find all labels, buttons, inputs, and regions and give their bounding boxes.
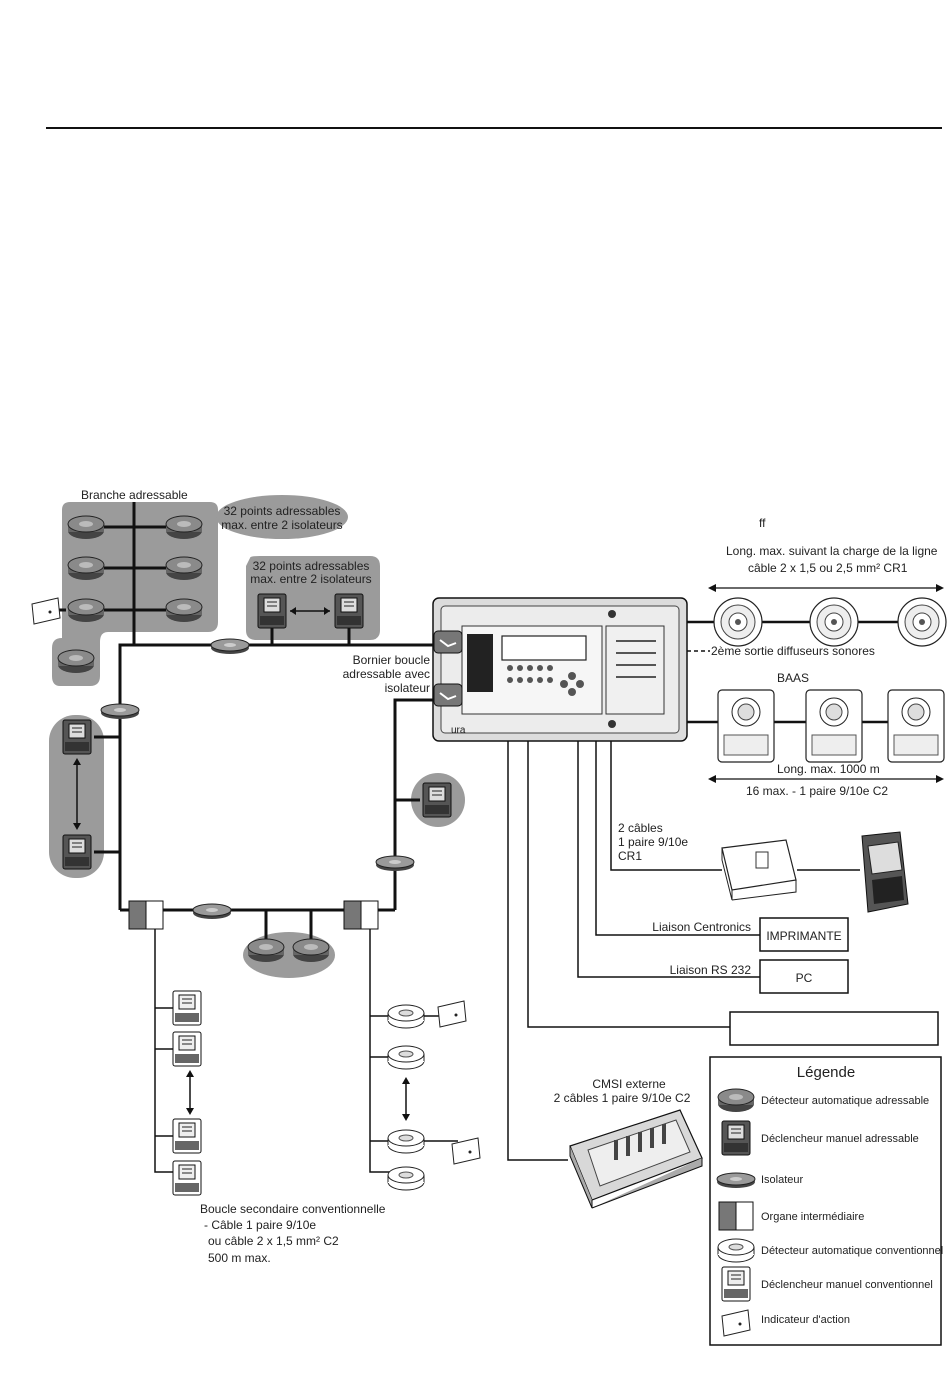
isolateur	[375, 855, 415, 872]
isolateur	[100, 703, 140, 720]
legend-item: Déclencheur manuel conventionnel	[761, 1279, 933, 1291]
cable-centronics	[595, 741, 760, 936]
ff-label: ff	[759, 516, 766, 530]
aux-box	[729, 1011, 939, 1046]
points-bubble-2-line1: 32 points adressables	[253, 559, 370, 573]
cmsi-line1: CMSI externe	[592, 1077, 666, 1091]
declencheur-adressable	[62, 719, 92, 755]
legend-item: Détecteur automatique conventionnel	[761, 1245, 943, 1257]
boucle-line2: ou câble 2 x 1,5 mm² C2	[208, 1234, 339, 1248]
legend-item: Isolateur	[761, 1174, 804, 1186]
relay-module	[721, 839, 797, 901]
organe-intermediaire	[343, 900, 379, 930]
indicateur-action	[31, 597, 61, 625]
legend-icon-detecteur-adressable	[717, 1088, 755, 1113]
cable-cr1	[610, 741, 722, 871]
detecteur-adressable	[165, 556, 203, 581]
points-bubble-1-line1: 32 points adressables	[224, 504, 341, 518]
baas-unit	[717, 689, 775, 763]
declencheur-adressable	[334, 593, 364, 629]
cables-line2: 1 paire 9/10e	[618, 835, 688, 849]
declencheur-adressable	[422, 782, 452, 818]
legend-item: Indicateur d'action	[761, 1314, 850, 1326]
branche-label: Branche adressable	[81, 488, 188, 502]
central-panel: ura	[432, 597, 688, 742]
boucle-title: Boucle secondaire conventionnelle	[200, 1202, 386, 1216]
pc-box	[759, 959, 849, 994]
cables-line1: 2 câbles	[618, 821, 663, 835]
legend-item: Déclencheur manuel adressable	[761, 1133, 919, 1145]
legend-icon-detecteur-conventionnel	[717, 1238, 755, 1263]
points-bubble-1-line2: max. entre 2 isolateurs	[221, 518, 342, 532]
isolateur	[192, 903, 232, 920]
legend: Légende Détecteur automatique adressable…	[709, 1056, 943, 1346]
legend-item: Organe intermédiaire	[761, 1211, 864, 1223]
declencheur-conventionnel	[172, 1031, 202, 1067]
long1000-label: Long. max. 1000 m	[777, 762, 880, 776]
bornier-line3: isolateur	[385, 681, 430, 695]
cmsi-line2: 2 câbles 1 paire 9/10e C2	[554, 1091, 691, 1105]
cable-aux	[527, 741, 730, 1028]
detecteur-conventionnel	[387, 1045, 425, 1070]
declencheur-conventionnel	[172, 1118, 202, 1154]
longmax-line1: Long. max. suivant la charge de la ligne	[726, 544, 938, 558]
detecteur-conventionnel	[387, 1004, 425, 1029]
legend-icon-declencheur-conventionnel	[721, 1266, 751, 1302]
centronics-label: Liaison Centronics	[652, 920, 751, 934]
legend-title: Légende	[797, 1064, 855, 1081]
organe-intermediaire	[128, 900, 164, 930]
points-bubble-2-line2: max. entre 2 isolateurs	[250, 572, 371, 586]
detecteur-conventionnel	[387, 1129, 425, 1154]
legend-icon-declencheur-adressable	[721, 1120, 751, 1156]
boucle-line3: 500 m max.	[208, 1251, 271, 1265]
detecteur-adressable	[292, 938, 330, 963]
indicateur-action	[437, 1000, 467, 1028]
legend-item: Détecteur automatique adressable	[761, 1095, 929, 1107]
cables-line3: CR1	[618, 849, 642, 863]
bornier-line1: Bornier boucle	[353, 653, 431, 667]
panel-brand: ura	[451, 725, 466, 736]
isolateur	[210, 638, 250, 655]
bornier-line2: adressable avec	[343, 667, 430, 681]
detecteur-adressable	[67, 556, 105, 581]
sortie2-label: 2ème sortie diffuseurs sonores	[711, 644, 875, 658]
rs232-label: Liaison RS 232	[670, 963, 752, 977]
repeater-unit	[861, 831, 909, 913]
legend-icon-organe-intermediaire	[718, 1201, 754, 1231]
points-bubble-1	[216, 495, 348, 539]
detecteur-adressable	[165, 598, 203, 623]
declencheur-conventionnel	[172, 1160, 202, 1196]
longmax-line2: câble 2 x 1,5 ou 2,5 mm² CR1	[748, 561, 908, 575]
indicateur-action	[451, 1137, 481, 1165]
declencheur-conventionnel	[172, 990, 202, 1026]
detecteur-adressable	[57, 649, 95, 674]
legend-icon-isolateur	[716, 1172, 756, 1189]
diffuseur-sonore	[897, 597, 947, 647]
loop-wire-right	[393, 698, 445, 910]
pc-label: PC	[796, 971, 813, 985]
detecteur-adressable	[247, 938, 285, 963]
imprimante-label: IMPRIMANTE	[766, 929, 841, 943]
detecteur-adressable	[67, 598, 105, 623]
declencheur-adressable	[257, 593, 287, 629]
cable-rs232	[577, 741, 760, 978]
detecteur-conventionnel	[387, 1166, 425, 1191]
detecteur-adressable	[165, 515, 203, 540]
declencheur-adressable	[62, 834, 92, 870]
cable-cmsi	[507, 741, 568, 1161]
detecteur-adressable	[67, 515, 105, 540]
max16-label: 16 max. - 1 paire 9/10e C2	[746, 784, 888, 798]
boucle-line1: - Câble 1 paire 9/10e	[204, 1218, 316, 1232]
diffuseur-sonore	[713, 597, 763, 647]
baas-label: BAAS	[777, 671, 809, 685]
cmsi-unit	[569, 1109, 703, 1209]
baas-unit	[805, 689, 863, 763]
baas-unit	[887, 689, 945, 763]
loop-wire-top	[118, 643, 445, 910]
imprimante-box	[759, 917, 849, 952]
diffuseur-sonore	[809, 597, 859, 647]
